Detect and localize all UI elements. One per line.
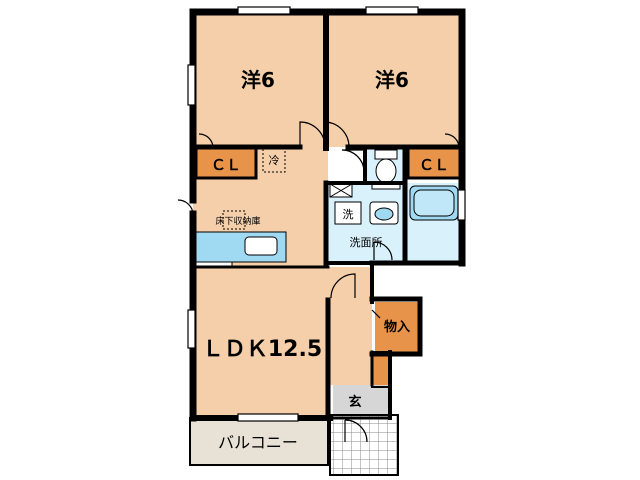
- fridge-space: [262, 148, 286, 173]
- windows: [187, 6, 466, 422]
- door-entrance: [344, 419, 368, 443]
- label-storage: 物入: [384, 319, 410, 335]
- window-ldk-side: [187, 309, 196, 349]
- balcony: [190, 420, 327, 465]
- door-closet-right: [444, 133, 460, 149]
- window-left-top: [237, 6, 291, 15]
- label-washer: 洗: [343, 208, 354, 221]
- window-right-side: [457, 189, 466, 221]
- door-closet-left: [198, 133, 214, 149]
- labels: 洋6 洋6 ＣＬ ＣＬ 冷 床下収納庫 洗 洗面所 物入 ＬＤＫ12.5 玄 バ…: [202, 68, 449, 452]
- label-closet-left: ＣＬ: [211, 156, 241, 174]
- vent-cross: [329, 183, 353, 198]
- bathtub-inner-icon: [413, 189, 455, 217]
- entrance-tile: [330, 415, 398, 475]
- label-washroom: 洗面所: [350, 236, 383, 249]
- label-closet-right: ＣＬ: [419, 156, 449, 174]
- label-entrance: 玄: [348, 394, 361, 410]
- door-storage: [371, 309, 381, 319]
- doors: [177, 121, 460, 443]
- entrance-area: [333, 385, 390, 415]
- label-underfloor-storage: 床下収納庫: [215, 215, 260, 227]
- door-side: [177, 199, 194, 215]
- label-western-left: 洋6: [241, 68, 275, 92]
- western-room-left: [193, 12, 326, 147]
- corridor: [328, 267, 372, 385]
- kitchen-sink-icon: [244, 236, 278, 256]
- washbasin-bowl-icon: [374, 207, 394, 221]
- label-fridge: 冷: [269, 154, 280, 167]
- window-left-side: [187, 64, 196, 106]
- ldk-room: [193, 267, 328, 417]
- closet-left: [196, 148, 256, 178]
- toilet-tank-icon: [374, 149, 398, 160]
- door-corridor: [330, 273, 356, 299]
- label-ldk: ＬＤＫ12.5: [202, 337, 322, 362]
- closet-right: [408, 148, 460, 178]
- door-left-room: [299, 121, 326, 148]
- storage-strip: [372, 352, 388, 387]
- window-balcony: [237, 413, 299, 422]
- label-balcony: バルコニー: [218, 433, 298, 452]
- door-washroom: [373, 241, 393, 261]
- door-toilet: [341, 149, 365, 173]
- door-right-room: [325, 121, 350, 148]
- window-right-top: [365, 6, 419, 15]
- toilet-bowl-icon: [375, 158, 397, 184]
- washer-icon: [334, 201, 362, 225]
- western-room-right: [326, 12, 462, 147]
- label-western-right: 洋6: [375, 68, 409, 92]
- storage-closet: [375, 302, 418, 352]
